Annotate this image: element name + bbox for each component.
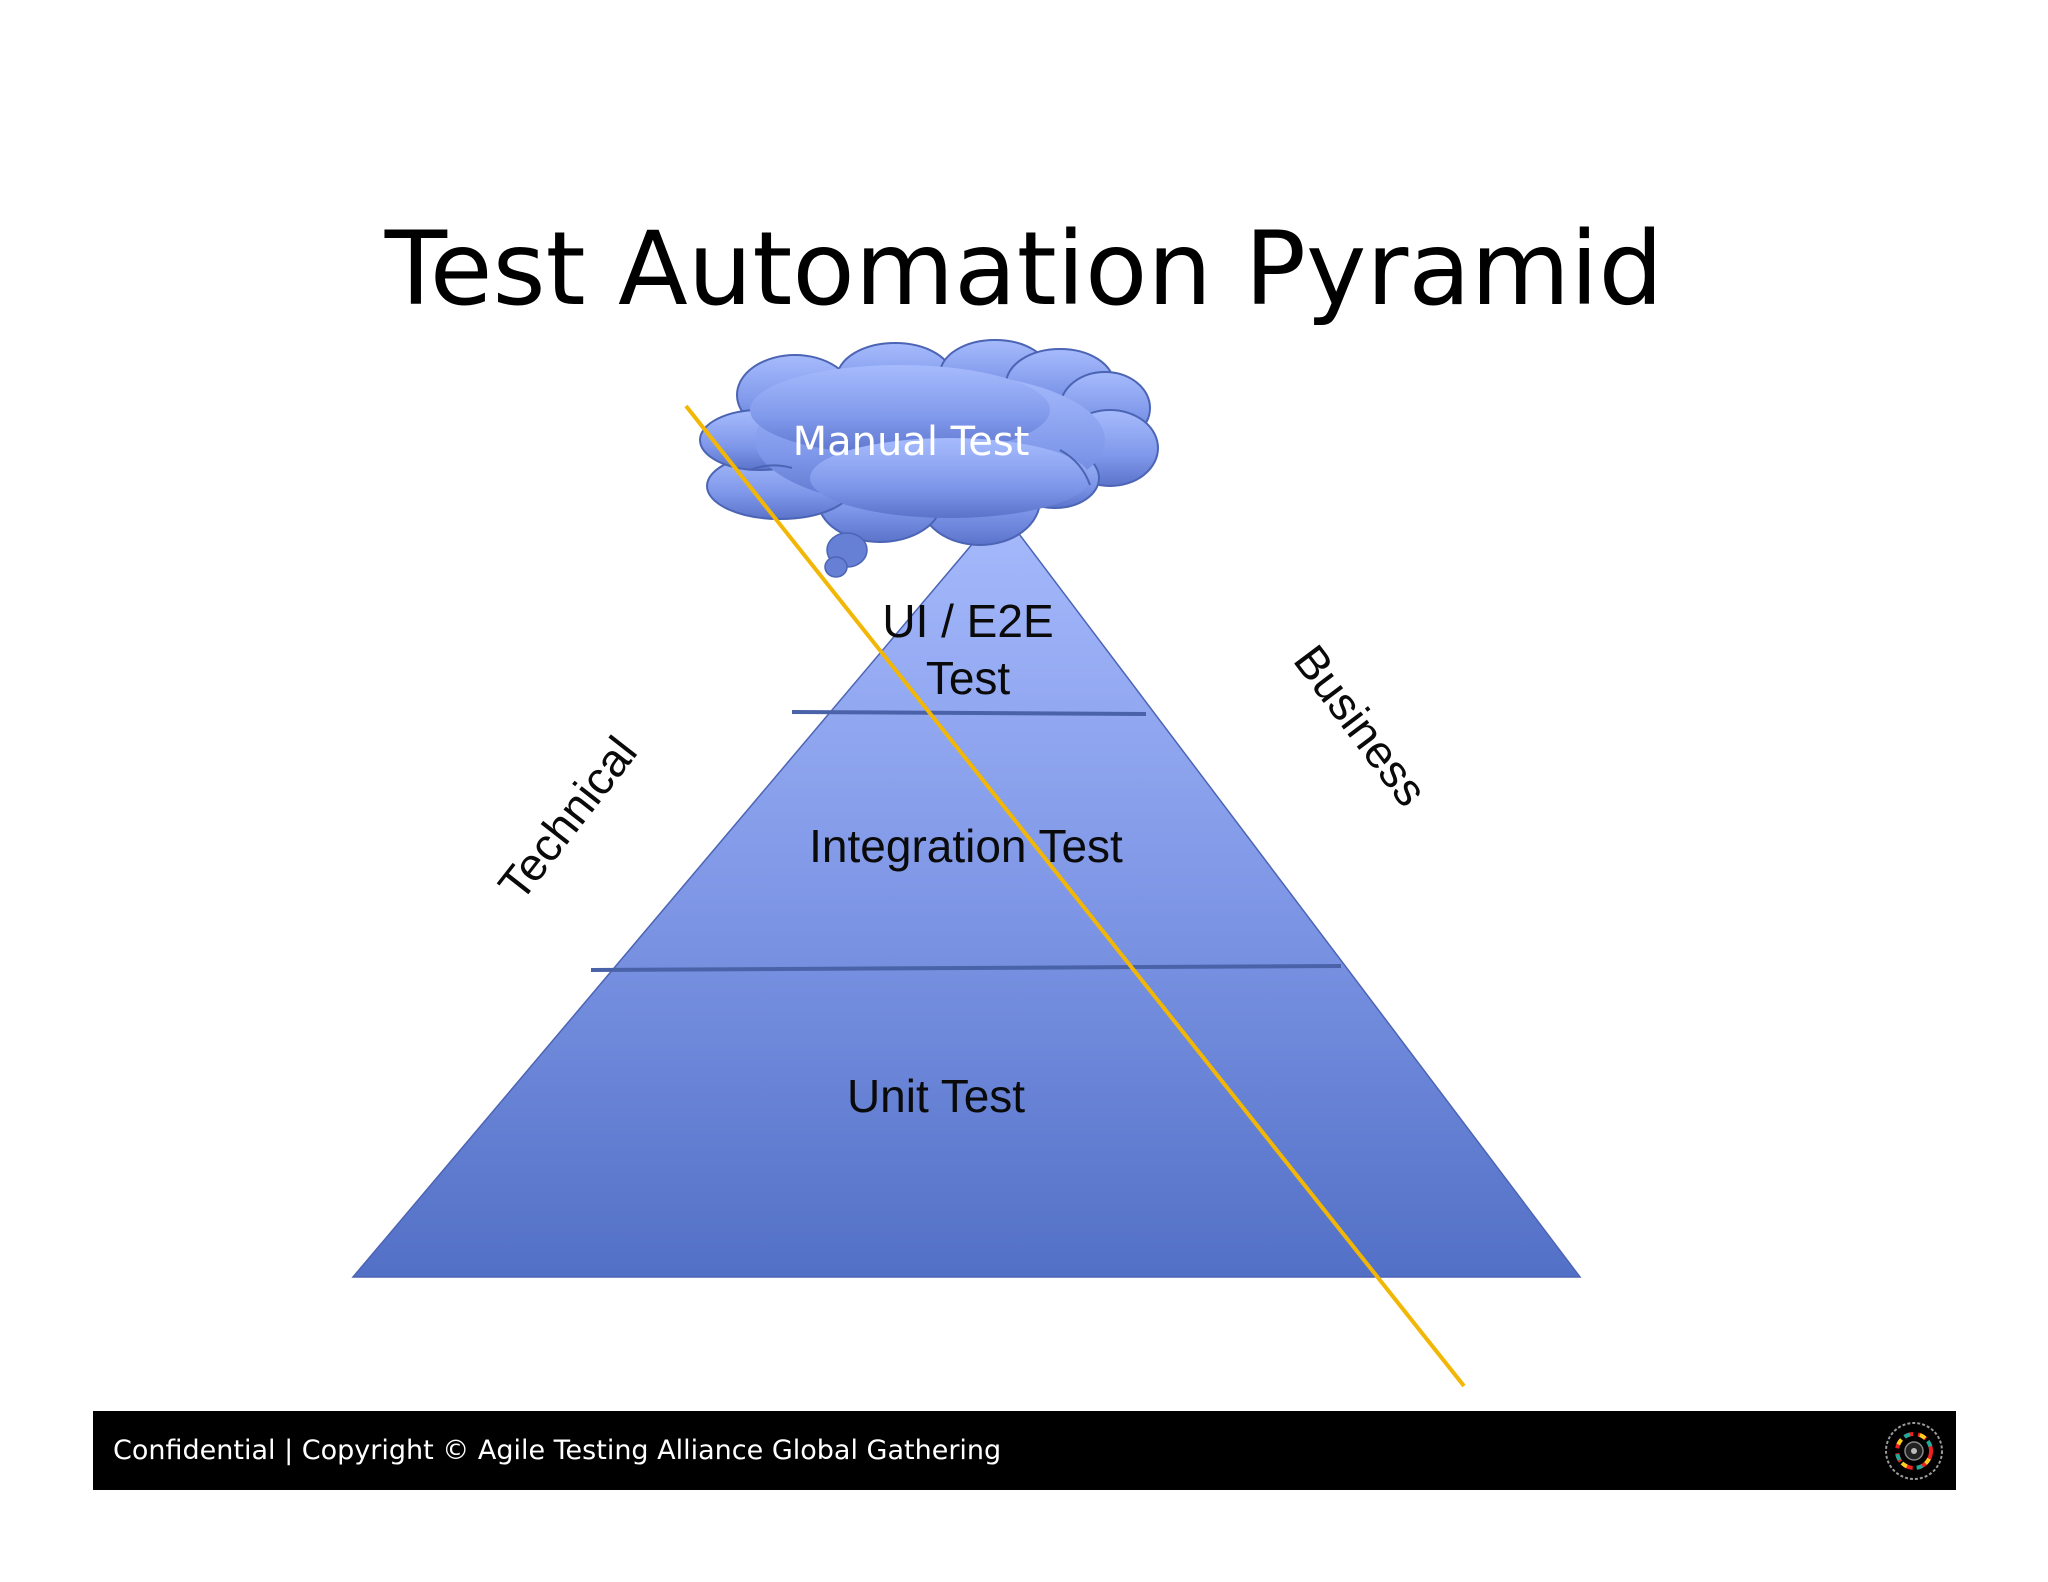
pyramid-shape: [351, 508, 1582, 1278]
tier-divider-bottom: [590, 964, 1342, 972]
tier-divider-top: [791, 710, 1147, 716]
footer-text: Confidential | Copyright © Agile Testing…: [113, 1435, 1002, 1466]
tier-integration-label: Integration Test: [809, 820, 1123, 872]
tier-ui-e2e-label-line1: UI / E2E: [882, 595, 1053, 647]
side-label-technical: Technical: [488, 727, 647, 910]
tier-unit-label: Unit Test: [847, 1070, 1025, 1122]
technical-business-diagonal-line: [684, 404, 1466, 1388]
ata-global-gathering-logo-icon: [1885, 1422, 1943, 1480]
manual-test-cloud: Manual Test: [699, 339, 1159, 578]
cloud-label: Manual Test: [793, 419, 1030, 465]
tier-ui-e2e-label-line2: Test: [926, 652, 1011, 704]
footer-bar: Confidential | Copyright © Agile Testing…: [93, 1411, 1956, 1490]
side-label-business: Business: [1284, 635, 1438, 815]
slide-title: Test Automation Pyramid: [384, 210, 1664, 329]
